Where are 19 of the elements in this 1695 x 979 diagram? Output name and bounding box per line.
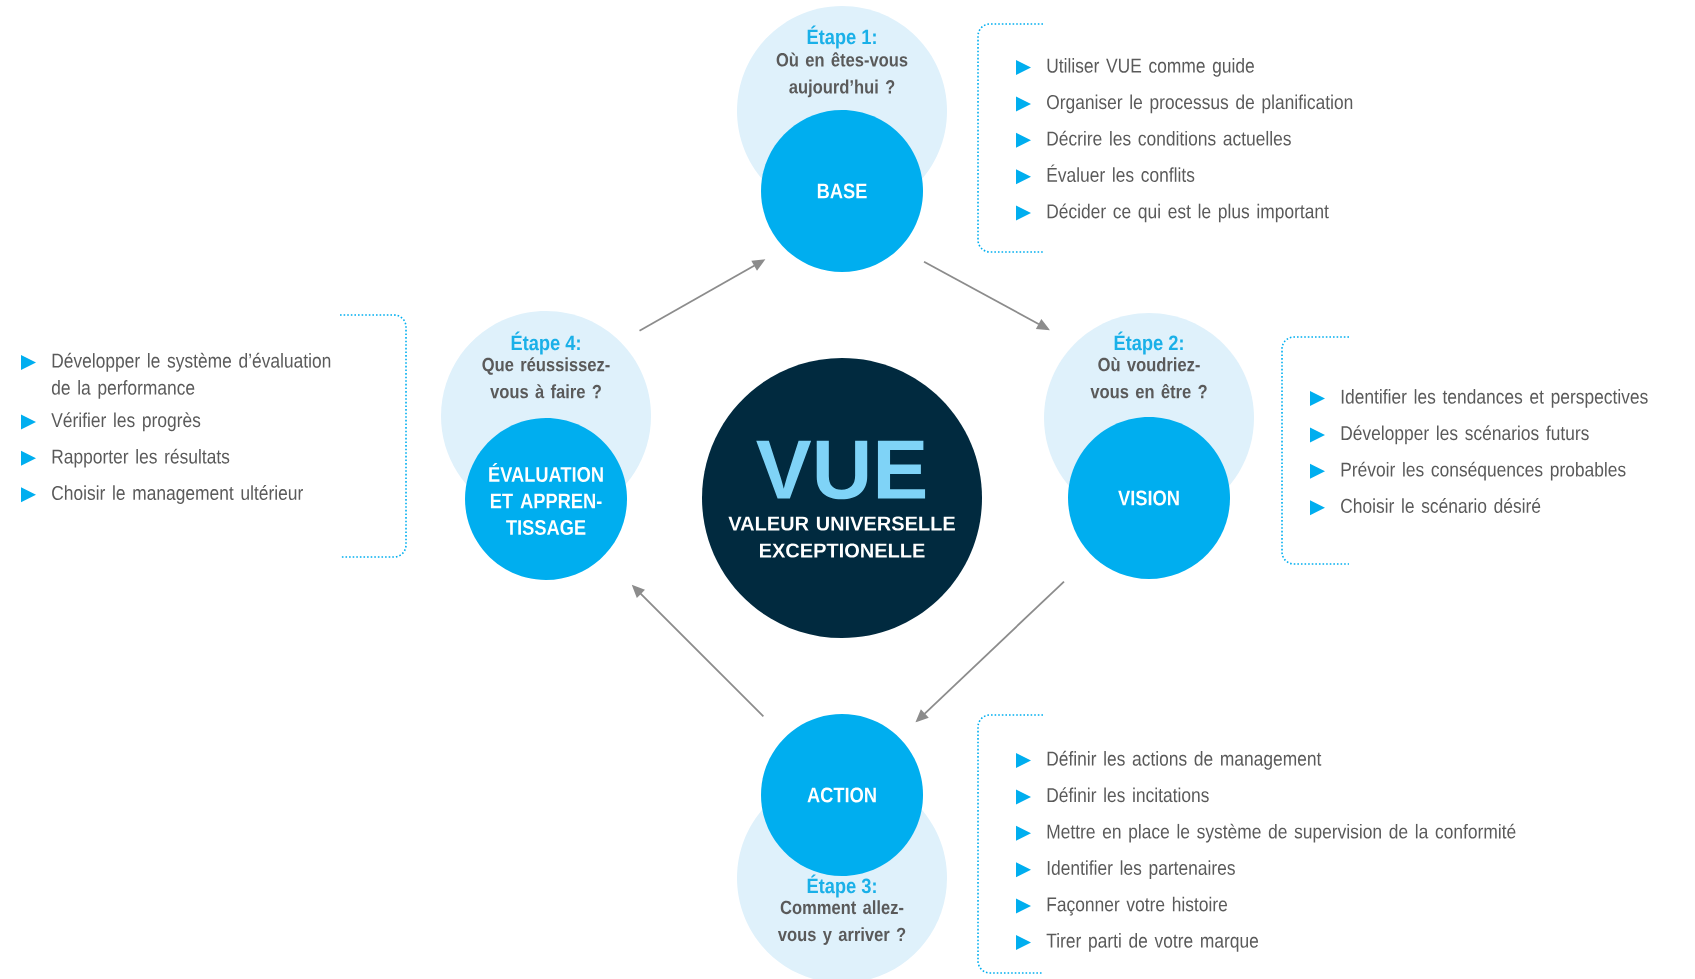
- bullet-item: Mettre en place le système de supervision de la conformité: [1016, 823, 1516, 843]
- bullet-item: Tirer parti de votre marque: [1016, 933, 1259, 952]
- bullet-item: Développer le système d’évaluation de la performance: [21, 352, 331, 399]
- bullet-item: Définir les actions de management: [1016, 750, 1322, 770]
- bullet-item: Identifier les partenaires: [1016, 860, 1235, 879]
- bullet-item: Choisir le scénario désiré: [1310, 498, 1541, 516]
- bullet-item: Organiser le processus de planification: [1016, 94, 1353, 114]
- bullet-item: Décider ce qui est le plus important: [1016, 203, 1329, 223]
- bullet-item: Identifier les tendances et perspectives: [1310, 389, 1648, 408]
- bullet-item: Rapporter les résultats: [21, 448, 230, 468]
- bullet-item: Évaluer les conflits: [1016, 164, 1195, 185]
- bullet-item: Utiliser VUE comme guide: [1016, 58, 1254, 77]
- bullet-item: Façonner votre histoire: [1016, 896, 1227, 916]
- bullet-item: Vérifier les progrès: [21, 412, 201, 432]
- bullet-item: Prévoir les conséquences probables: [1310, 461, 1626, 481]
- bullet-item: Définir les incitations: [1016, 787, 1209, 805]
- bullet-item: Décrire les conditions actuelles: [1016, 130, 1291, 148]
- bullet-item: Développer les scénarios futurs: [1310, 425, 1589, 445]
- bullet-item: Choisir le management ultérieur: [21, 485, 303, 504]
